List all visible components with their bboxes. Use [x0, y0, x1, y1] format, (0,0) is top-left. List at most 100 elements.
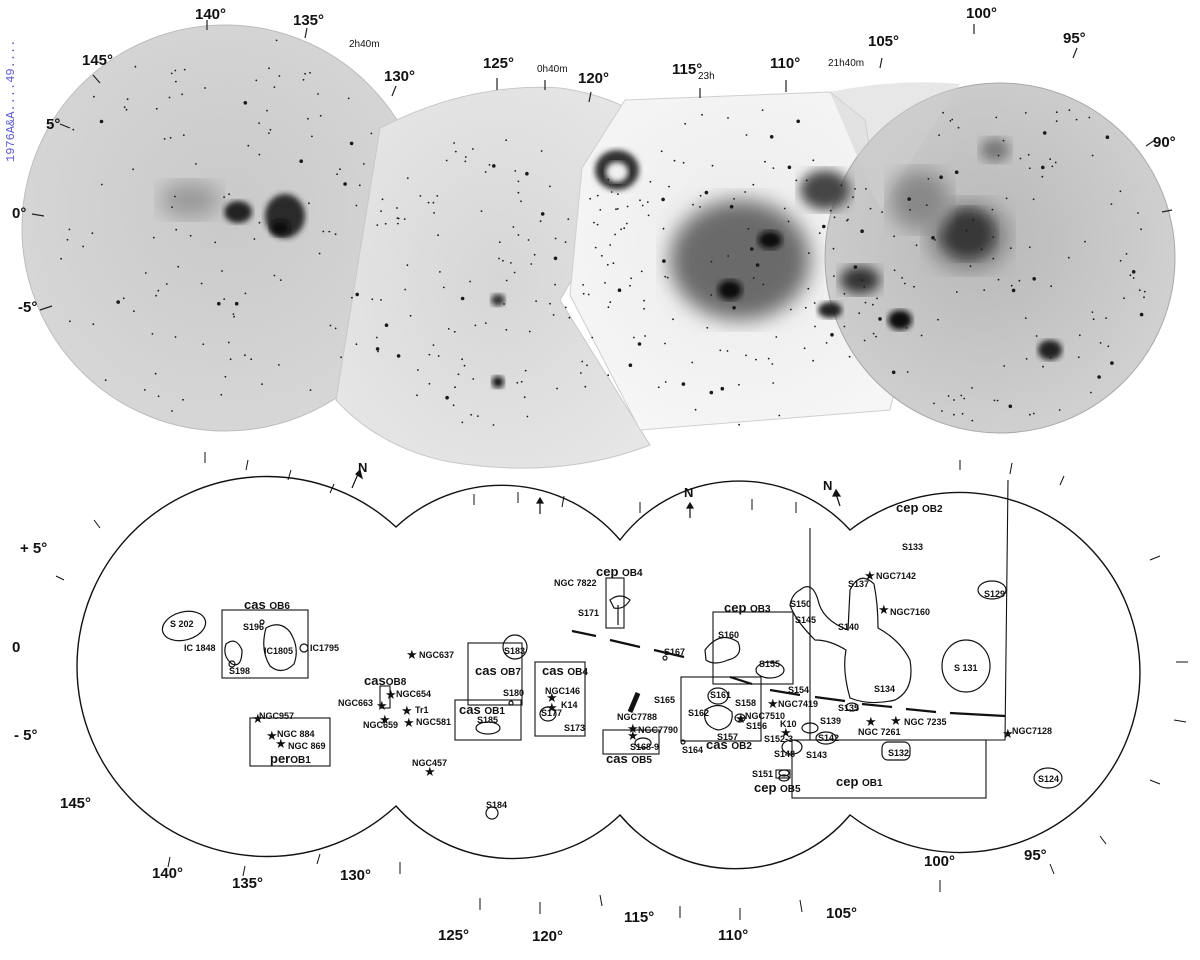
plate-star — [641, 204, 644, 207]
obj-s151: S151 — [752, 769, 774, 779]
photo-ra-21h40: 21h40m — [828, 58, 865, 69]
box-cep-ob3 — [712, 611, 794, 685]
plate-star — [268, 132, 270, 135]
plate-star — [370, 132, 373, 135]
plate-star — [1032, 277, 1036, 281]
map-lon-120: 120° — [532, 928, 564, 945]
plate-star — [355, 343, 358, 346]
map-chart: ★★★ ★★★ ★★★ ★★★ ★★ ★★★ ★★ ★★★ — [55, 452, 1188, 920]
plate-star — [750, 247, 754, 251]
plate-star — [1137, 212, 1139, 214]
plate-star — [220, 393, 223, 396]
plate-star — [938, 134, 940, 137]
plate-star — [593, 221, 595, 224]
plate-star — [1125, 253, 1128, 255]
plate-star — [1129, 274, 1132, 277]
map-lon-105: 105° — [826, 905, 858, 922]
plate-star — [662, 259, 666, 263]
plate-star — [1131, 270, 1136, 274]
plate-star — [991, 208, 994, 211]
plate-star — [472, 148, 474, 150]
plate-star — [682, 161, 685, 164]
photo-lon-120: 120° — [578, 70, 610, 87]
plate-star — [1105, 317, 1107, 319]
svg-text:★: ★ — [385, 688, 397, 703]
group-cas-ob5: cas OB5 — [606, 751, 652, 766]
plate-star — [171, 410, 173, 412]
svg-text:★: ★ — [401, 704, 413, 719]
map-ticks — [55, 452, 1188, 920]
obj-s133: S133 — [902, 542, 924, 552]
plate-star — [144, 272, 147, 274]
obj-s139: S139 — [820, 716, 842, 726]
plate-star — [452, 404, 455, 407]
obj-ngc7235: NGC 7235 — [904, 717, 947, 727]
svg-text:★: ★ — [890, 714, 902, 729]
photo-lon-95: 95° — [1063, 30, 1086, 47]
plate-star — [183, 68, 186, 71]
plate-star — [949, 120, 952, 122]
photo-lat-minus5: -5° — [18, 299, 38, 316]
box-cep-ob4 — [605, 577, 625, 629]
plate-star — [673, 159, 676, 162]
plate-star — [719, 349, 722, 352]
plate-star — [893, 235, 895, 238]
plate-star — [463, 364, 466, 367]
plate-star — [701, 113, 703, 116]
plate-star — [375, 347, 380, 351]
plate-star — [894, 316, 897, 318]
plate-star — [177, 265, 180, 268]
plate-star — [752, 183, 755, 186]
plate-star — [427, 201, 430, 204]
obj-s160: S160 — [718, 630, 740, 640]
obj-ic1805: IC1805 — [264, 646, 294, 656]
plate-star — [858, 312, 861, 315]
plate-star — [843, 325, 846, 328]
plate-star — [170, 72, 173, 75]
group-cep-ob4: cep OB4 — [596, 564, 643, 579]
plate-star — [643, 307, 645, 310]
plate-star — [406, 177, 409, 180]
plate-star — [539, 220, 542, 223]
plate-star — [772, 382, 775, 384]
obj-s164: S164 — [682, 745, 704, 755]
plate-4-overlap — [830, 82, 960, 210]
plate-star — [1029, 413, 1031, 416]
plate-star — [630, 277, 632, 280]
obj-ngc7790: NGC7790 — [638, 725, 679, 735]
plate-star — [710, 260, 713, 263]
plate-star — [1018, 279, 1021, 282]
group-cas-ob2: cas OB2 — [706, 737, 752, 752]
plate-star — [808, 252, 810, 255]
svg-text:★: ★ — [780, 726, 792, 741]
plate-star — [726, 350, 729, 352]
box-cas-ob4 — [534, 661, 586, 737]
plate-star — [852, 196, 854, 199]
plate-star — [587, 293, 590, 296]
plate-star — [552, 314, 555, 316]
star-field — [60, 39, 1146, 426]
obj-ngc7419: NGC7419 — [778, 699, 819, 709]
photo-lat-0: 0° — [12, 205, 27, 222]
contour-s183 — [502, 634, 528, 660]
plate-star — [1024, 317, 1027, 319]
plate-star — [660, 150, 663, 153]
plate-star — [1140, 228, 1142, 231]
plate-star — [644, 335, 646, 337]
obj-s196: S196 — [243, 622, 265, 632]
plate-star — [1011, 288, 1016, 293]
svg-text:★: ★ — [252, 712, 264, 727]
plate-star — [872, 332, 875, 335]
obj-s1523: S152-3 — [764, 734, 794, 744]
plate-star — [460, 296, 465, 301]
plate-star — [523, 396, 526, 399]
plate-star — [1119, 190, 1122, 193]
plate-star — [355, 204, 358, 207]
plate-star — [340, 356, 342, 359]
plate-star — [1025, 358, 1028, 360]
obj-ngc7160: NGC7160 — [890, 607, 931, 617]
plate-star — [1027, 153, 1030, 156]
plate-star — [234, 301, 239, 306]
plate-star — [100, 183, 103, 186]
